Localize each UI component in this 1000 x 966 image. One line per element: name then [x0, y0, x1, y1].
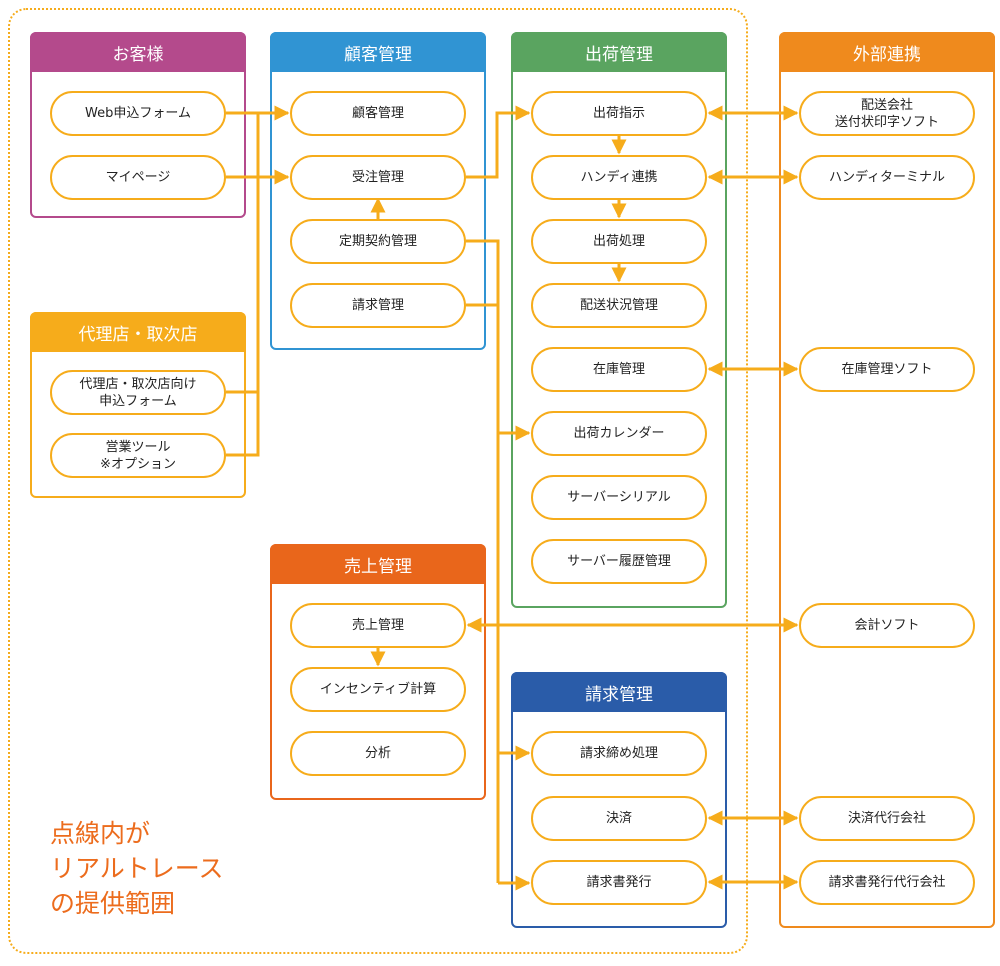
panel-sales-title: 売上管理	[270, 544, 486, 584]
node-subscription-mgmt: 定期契約管理	[290, 219, 466, 264]
scope-note: 点線内が リアルトレース の提供範囲	[50, 819, 224, 918]
node-billing-close: 請求締め処理	[531, 731, 707, 776]
node-shipping-instruction: 出荷指示	[531, 91, 707, 136]
node-shipping-calendar: 出荷カレンダー	[531, 411, 707, 456]
panel-customers-title: お客様	[30, 32, 246, 72]
node-invoice-issue: 請求書発行	[531, 860, 707, 905]
node-handy-terminal: ハンディターミナル	[799, 155, 975, 200]
node-web-form: Web申込フォーム	[50, 91, 226, 136]
panel-shipping-title: 出荷管理	[511, 32, 727, 72]
node-invoice-agency: 請求書発行代行会社	[799, 860, 975, 905]
panel-billing-title: 請求管理	[511, 672, 727, 712]
panel-external: 外部連携	[779, 32, 995, 928]
node-sales-mgmt: 売上管理	[290, 603, 466, 648]
node-server-history: サーバー履歴管理	[531, 539, 707, 584]
node-delivery-label-software: 配送会社 送付状印字ソフト	[799, 91, 975, 136]
node-accounting-software: 会計ソフト	[799, 603, 975, 648]
node-inventory-mgmt: 在庫管理	[531, 347, 707, 392]
node-server-serial: サーバーシリアル	[531, 475, 707, 520]
node-handy-link: ハンディ連携	[531, 155, 707, 200]
node-mypage: マイページ	[50, 155, 226, 200]
node-order-mgmt: 受注管理	[290, 155, 466, 200]
panel-customer-mgmt-title: 顧客管理	[270, 32, 486, 72]
node-delivery-status: 配送状況管理	[531, 283, 707, 328]
node-payment: 決済	[531, 796, 707, 841]
panel-billing: 請求管理	[511, 672, 727, 928]
panel-shipping: 出荷管理	[511, 32, 727, 608]
panel-agency-title: 代理店・取次店	[30, 312, 246, 352]
panel-sales: 売上管理	[270, 544, 486, 800]
node-shipping-process: 出荷処理	[531, 219, 707, 264]
panel-customers: お客様	[30, 32, 246, 218]
node-customer-mgmt: 顧客管理	[290, 91, 466, 136]
node-incentive-calc: インセンティブ計算	[290, 667, 466, 712]
node-sales-tool: 営業ツール ※オプション	[50, 433, 226, 478]
node-analysis: 分析	[290, 731, 466, 776]
node-inventory-software: 在庫管理ソフト	[799, 347, 975, 392]
service-scope-boundary	[8, 8, 748, 954]
node-payment-agency: 決済代行会社	[799, 796, 975, 841]
panel-customer-mgmt: 顧客管理	[270, 32, 486, 350]
panel-agency: 代理店・取次店	[30, 312, 246, 498]
node-agency-form: 代理店・取次店向け 申込フォーム	[50, 370, 226, 415]
panel-external-title: 外部連携	[779, 32, 995, 72]
node-invoice-mgmt: 請求管理	[290, 283, 466, 328]
